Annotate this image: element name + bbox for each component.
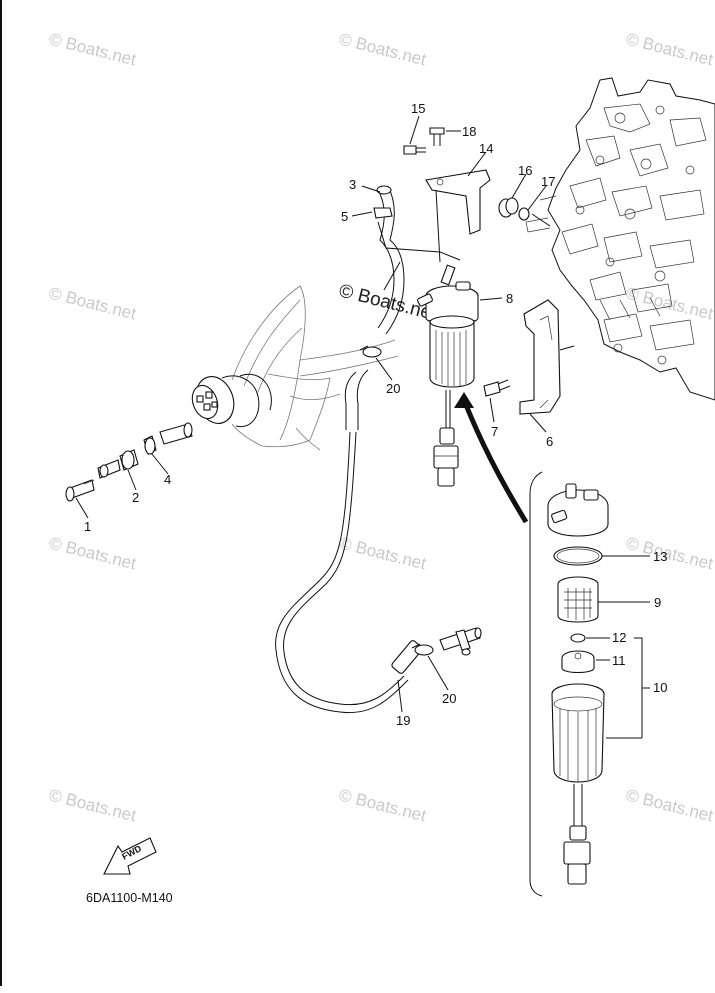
- detail-arrow: [461, 399, 529, 524]
- inset-detail: [529, 471, 609, 897]
- fwd-arrow: FWD: [103, 837, 157, 875]
- callout-19: 19: [396, 713, 410, 728]
- fitting-assembly: [65, 422, 193, 502]
- callout-11: 11: [612, 653, 626, 668]
- callout-8: 8: [506, 291, 513, 306]
- bolt-18: [429, 127, 445, 135]
- callout-1: 1: [84, 519, 91, 534]
- callout-14: 14: [479, 141, 493, 156]
- inset-bracket: [529, 471, 543, 897]
- clamp-3: [376, 185, 392, 195]
- callout-4: 4: [164, 472, 171, 487]
- bolt-15: [403, 145, 417, 155]
- collar-17: [518, 207, 530, 221]
- hose-19: [391, 640, 423, 674]
- hull-port-illustration: [191, 285, 399, 451]
- engine-block-illustration: [525, 77, 715, 401]
- callout-16: 16: [518, 163, 532, 178]
- clamps: [359, 185, 434, 656]
- callout-18: 18: [462, 124, 476, 139]
- bracket-14: [425, 169, 491, 235]
- callout-5: 5: [341, 209, 348, 224]
- detail-arrow-head: [454, 392, 474, 408]
- callout-12: 12: [612, 630, 626, 645]
- leader-lines: [75, 115, 650, 739]
- cover-assembly: [483, 299, 575, 415]
- clip-5: [373, 207, 393, 219]
- hose-3: [385, 185, 405, 335]
- diagram-code: 6DA1100-M140: [86, 891, 173, 905]
- clamp-20-lower: [414, 644, 434, 656]
- callout-15: 15: [411, 101, 425, 116]
- bracket-assembly: [377, 127, 551, 263]
- callout-20-upper: 20: [386, 381, 400, 396]
- callout-3: 3: [349, 177, 356, 192]
- callout-20-lower: 20: [442, 691, 456, 706]
- callout-2: 2: [132, 490, 139, 505]
- callout-labels: 1 2 3 4 5 6 7 8 9 10 11 12 13 14 15 16 1…: [84, 101, 667, 728]
- callout-13: 13: [653, 549, 667, 564]
- fuel-filter-assembly: [417, 264, 479, 487]
- callout-17: 17: [541, 174, 555, 189]
- callout-9: 9: [654, 595, 661, 610]
- t-joint: [439, 627, 482, 656]
- callout-7: 7: [491, 424, 498, 439]
- callout-6: 6: [546, 434, 553, 449]
- clamp-20-upper: [362, 346, 382, 358]
- ring-12: [570, 633, 586, 643]
- callout-10: 10: [653, 680, 667, 695]
- bolt-7: [483, 381, 501, 397]
